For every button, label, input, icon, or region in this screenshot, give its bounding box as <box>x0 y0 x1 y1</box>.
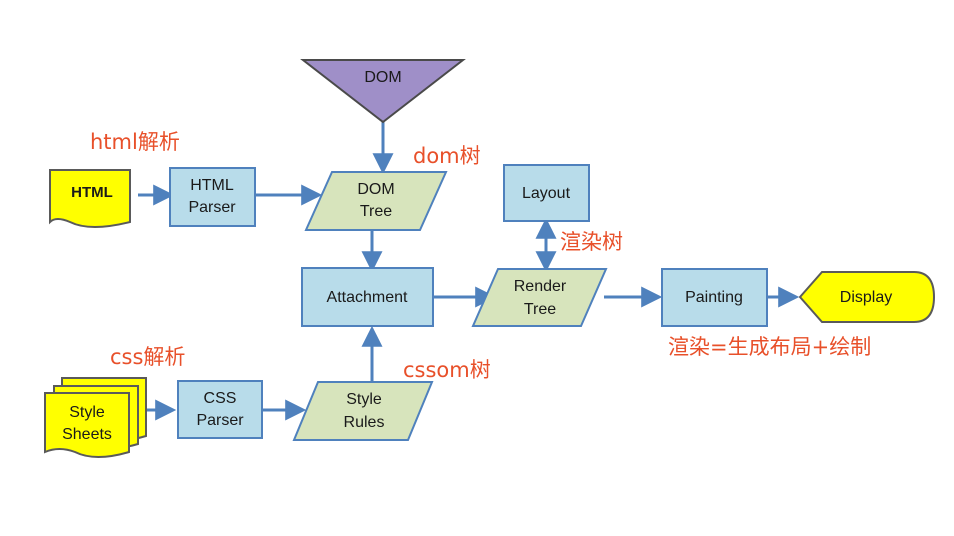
annotation-render-formula: 渲染=生成布局+绘制 <box>668 335 871 359</box>
dom-triangle <box>300 59 466 124</box>
render-tree-label-line2: Tree <box>524 301 556 318</box>
style-rules-label-line2: Rules <box>344 414 385 431</box>
dom-tree-shape <box>304 171 448 231</box>
attachment-box <box>301 267 434 327</box>
html-parser-label-line1: HTML <box>190 177 234 194</box>
layout-node: Layout <box>503 164 590 222</box>
dom-label: DOM <box>364 69 401 86</box>
annotations: html解析 dom树 渲染树 css解析 cssom树 渲染=生成布局+绘制 <box>90 130 871 382</box>
html-document-node: HTML <box>49 169 131 228</box>
display-node: Display <box>798 271 936 323</box>
render-tree-shape <box>471 268 608 327</box>
dom-tree-label-line1: DOM <box>357 181 394 198</box>
annotation-dom-tree: dom树 <box>413 144 481 168</box>
style-rules-shape <box>292 381 434 441</box>
html-parser-box <box>169 167 256 227</box>
html-parser-label-line2: Parser <box>188 199 236 216</box>
layout-label: Layout <box>522 185 571 202</box>
css-parser-label-line1: CSS <box>204 390 237 407</box>
annotation-render-tree: 渲染树 <box>560 230 623 254</box>
painting-label: Painting <box>685 289 743 306</box>
attachment-node: Attachment <box>301 267 434 327</box>
dom-node: DOM <box>300 59 466 124</box>
html-document-shape <box>49 169 131 228</box>
render-tree-label-line1: Render <box>514 278 567 295</box>
annotation-html-parse: html解析 <box>90 130 180 154</box>
attachment-label: Attachment <box>327 289 408 306</box>
dom-tree-label-line2: Tree <box>360 203 392 220</box>
painting-box <box>661 268 768 327</box>
painting-node: Painting <box>661 268 768 327</box>
css-parser-box <box>177 380 263 439</box>
style-sheets-front-page <box>44 392 130 458</box>
style-rules-label-line1: Style <box>346 391 382 408</box>
render-tree-node: Render Tree <box>471 268 608 327</box>
style-rules-node: Style Rules <box>292 381 434 441</box>
css-parser-label-line2: Parser <box>196 412 244 429</box>
display-shape <box>798 271 936 323</box>
style-sheets-label-line2: Sheets <box>62 426 112 443</box>
html-document-label: HTML <box>71 184 113 201</box>
css-parser-node: CSS Parser <box>177 380 263 439</box>
annotation-cssom-tree: cssom树 <box>403 358 491 382</box>
style-sheets-label-line1: Style <box>69 404 105 421</box>
html-parser-node: HTML Parser <box>169 167 256 227</box>
connectors <box>138 122 800 421</box>
style-sheets-node: Style Sheets <box>44 377 147 458</box>
annotation-css-parse: css解析 <box>110 345 185 369</box>
display-label: Display <box>840 289 892 306</box>
dom-tree-node: DOM Tree <box>304 171 448 231</box>
layout-box <box>503 164 590 222</box>
